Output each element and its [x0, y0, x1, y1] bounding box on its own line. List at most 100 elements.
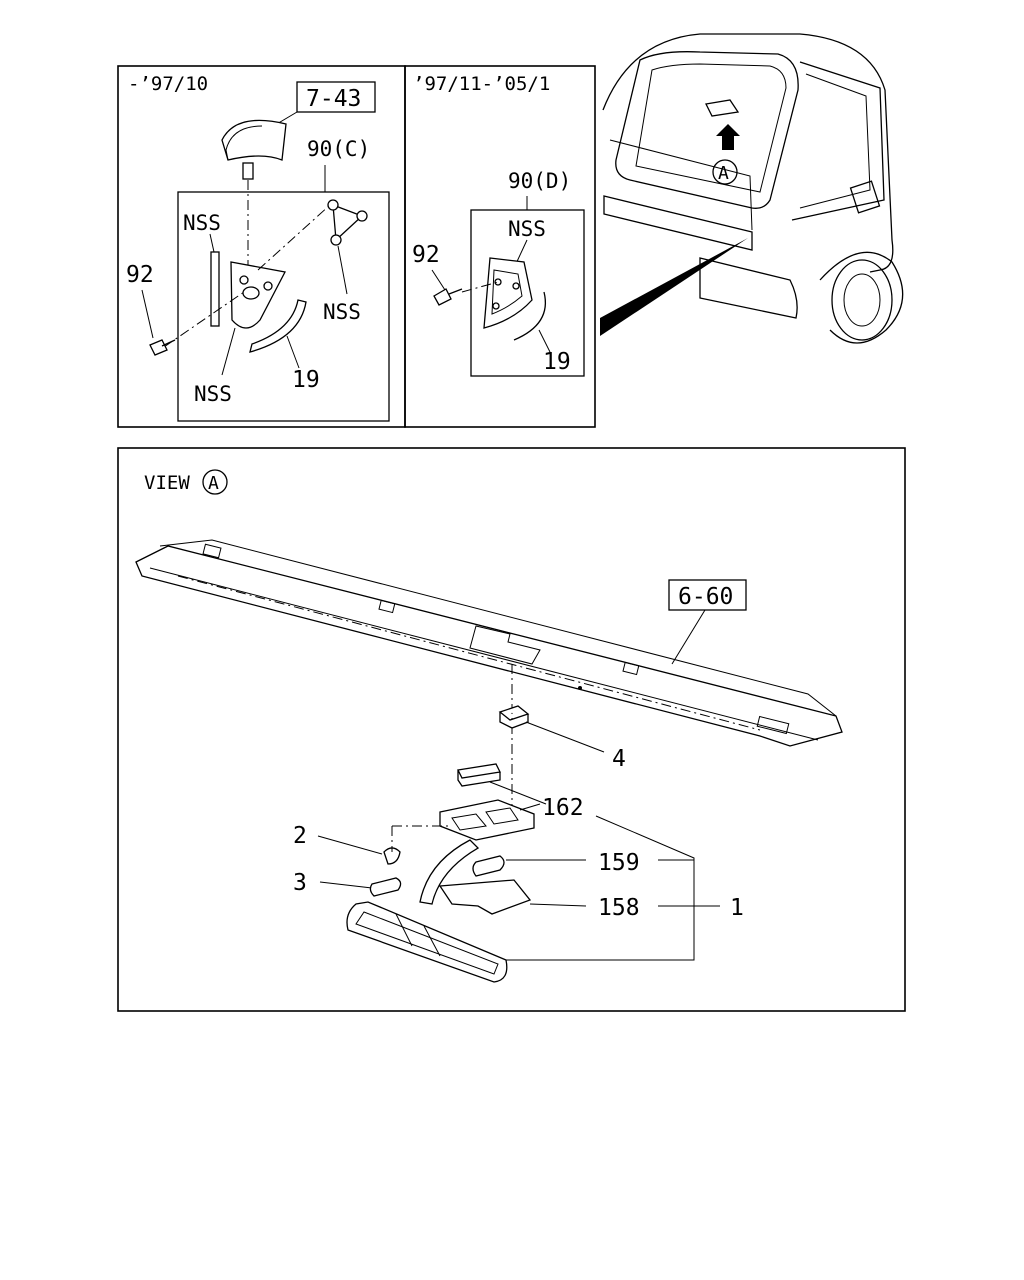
corner-hole-1	[494, 278, 502, 286]
callout-158: 158	[598, 895, 640, 921]
seal-19-right	[513, 291, 546, 341]
callout-leader-162a	[489, 781, 547, 805]
bolt-92-right-shank	[448, 288, 463, 295]
nss-leader-3	[221, 327, 236, 376]
front-wheel-hub	[843, 273, 881, 327]
plate-hole-2	[263, 281, 273, 291]
ref-box-7-43-label: 7-43	[306, 86, 361, 112]
bolt-92-left	[149, 339, 168, 356]
front-grille	[603, 195, 753, 251]
bracket-4	[498, 705, 530, 729]
screw-2	[383, 847, 401, 865]
corner-hole-2	[492, 302, 500, 310]
mirror-glare-1	[395, 913, 413, 947]
seal-19-left	[249, 299, 307, 353]
bottom-panel: VIEW A 6-60 4	[117, 447, 906, 1012]
mirror-arm	[419, 839, 480, 905]
door-window	[799, 73, 871, 209]
mirror-glass	[355, 911, 499, 975]
view-marker: A	[208, 473, 219, 494]
callout-wedge	[600, 238, 748, 336]
wheel-arch	[819, 251, 904, 344]
align-line-bolt	[163, 291, 245, 348]
nut-triangle	[327, 199, 368, 246]
seal-label-19-right: 19	[543, 349, 571, 375]
cab-roof-outline	[602, 33, 894, 273]
view-label: VIEW	[144, 472, 190, 494]
rail-body	[135, 545, 843, 747]
rail-slot-1	[202, 543, 222, 559]
callout-leader-158	[529, 903, 587, 907]
callout-3: 3	[293, 870, 307, 896]
callout-4: 4	[612, 746, 626, 772]
rail-mount-pad	[469, 625, 541, 665]
front-panel-edge	[609, 139, 753, 231]
nss-label-2: NSS	[323, 300, 361, 324]
align-line-right	[461, 281, 499, 293]
plate-hole-1	[239, 275, 249, 285]
pin-3	[369, 877, 402, 897]
nss-label-right: NSS	[508, 217, 546, 241]
rail-centerline	[177, 575, 761, 731]
view-arrow-icon	[716, 124, 740, 150]
view-marker-circle-truck	[712, 159, 738, 185]
mirror-stay-stem	[242, 162, 254, 180]
mirror-base	[439, 799, 535, 841]
door-frame	[791, 61, 885, 221]
rear-view-mirror	[346, 901, 508, 983]
ref-box-6-60	[668, 579, 747, 611]
assembly-group-bracket	[506, 815, 695, 961]
rail-dot	[578, 686, 582, 690]
seal-label-19-left: 19	[292, 367, 320, 393]
period-label-right: ’97/11-’05/1	[413, 73, 550, 95]
nss-label-3: NSS	[194, 382, 232, 406]
nss-leader-1	[209, 233, 215, 253]
bulb-159	[472, 855, 505, 877]
seal-leader-19-left	[286, 335, 300, 369]
mirror-base-window-2	[485, 807, 519, 825]
bottom-frame	[117, 447, 906, 1012]
mirror-base-pad	[457, 763, 501, 787]
nss-leader-2	[337, 245, 348, 295]
plate-nut	[242, 286, 260, 300]
view-marker-circle	[202, 469, 228, 495]
header-rail	[135, 539, 843, 747]
rail-top-edge	[159, 539, 837, 717]
bolt-leader-92-left	[141, 289, 154, 339]
bolt-92-right	[433, 288, 452, 306]
mirror-stay-shade	[225, 125, 263, 161]
callout-162: 162	[542, 795, 584, 821]
rail-slot-3	[622, 661, 640, 676]
rail-slot-4	[756, 715, 790, 735]
lens-158	[438, 879, 532, 915]
align-line-upper	[257, 204, 331, 271]
bolt-label-92-right: 92	[412, 242, 440, 268]
rear-view-mirror-cab	[705, 99, 740, 117]
callout-1: 1	[730, 895, 744, 921]
kit-label-90d: 90(D)	[508, 169, 571, 193]
bolt-92-left-shank	[161, 339, 176, 347]
ref-leader-6-60	[671, 609, 706, 665]
bolt-leader-92-right	[431, 269, 446, 291]
top-left-panel: -’97/10 7-43 90(C) NSS	[117, 65, 406, 428]
kit-box-90d	[470, 209, 585, 377]
top-right-panel: ’97/11-’05/1 90(D) NSS 92 19	[404, 65, 596, 428]
rail-lower-edge	[149, 567, 819, 741]
mirror-stay-cap	[221, 119, 287, 161]
kit-label-90c: 90(C)	[307, 137, 370, 161]
seal-leader-19-right	[538, 329, 551, 353]
ref-box-6-60-label: 6-60	[678, 584, 733, 610]
callout-159: 159	[598, 850, 640, 876]
top-right-frame	[404, 65, 596, 428]
callout-leader-4	[525, 721, 605, 753]
windshield	[615, 51, 799, 209]
mirror-base-window-1	[451, 813, 487, 831]
windshield-inner	[635, 63, 787, 193]
callout-2: 2	[293, 823, 307, 849]
bolt-label-92-left: 92	[126, 262, 154, 288]
callout-leader-162b	[519, 803, 541, 811]
period-label-left: -’97/10	[128, 73, 208, 95]
corner-bracket	[483, 257, 533, 329]
nss-label-1: NSS	[183, 211, 221, 235]
